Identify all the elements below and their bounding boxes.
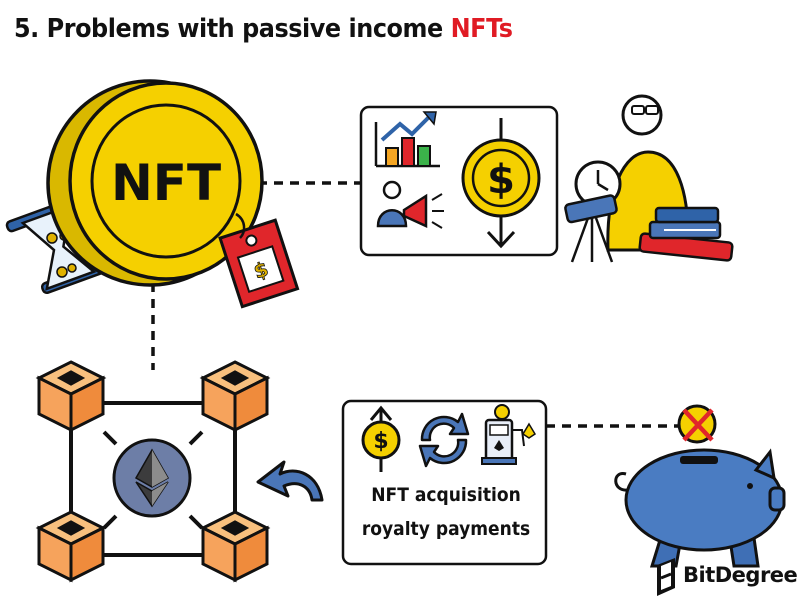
exchange-arrows-icon	[418, 412, 470, 468]
tag-string	[235, 212, 246, 239]
price-tag-icon: $	[218, 218, 300, 309]
piggy-bank-icon	[614, 448, 786, 568]
dollar-down-icon: $	[461, 118, 541, 249]
title-highlight: NFTs	[450, 14, 513, 44]
brand-name: BitDegree	[683, 563, 798, 587]
telescope-icon	[564, 160, 622, 263]
svg-text:$: $	[487, 157, 515, 203]
blockchain-dashes	[102, 430, 204, 530]
block-cube	[35, 510, 107, 583]
crossed-coin-icon	[677, 404, 717, 444]
bitdegree-logo-icon	[657, 558, 675, 596]
bar-chart-icon	[374, 111, 440, 168]
royalty-caption: NFT acquisition royalty payments	[354, 478, 538, 546]
coin-label: NFT	[111, 154, 221, 212]
megaphone-icon	[376, 180, 444, 229]
curved-arrow-icon	[256, 460, 324, 502]
books-icon	[638, 206, 734, 262]
block-cube	[199, 360, 271, 433]
caption-line-1: NFT acquisition	[371, 484, 521, 506]
svg-text:$: $	[373, 429, 388, 454]
caption-line-2: royalty payments	[361, 518, 531, 540]
block-cube	[199, 510, 271, 583]
dollar-up-icon: $	[361, 405, 401, 472]
ethereum-icon	[112, 438, 192, 518]
nft-coin-icon: NFT	[46, 79, 264, 287]
title-main: 5. Problems with passive income	[14, 14, 451, 44]
block-cube	[35, 360, 107, 433]
fuel-pump-icon	[481, 404, 537, 465]
page-title: 5. Problems with passive income NFTs	[14, 14, 513, 44]
connectors	[151, 181, 684, 428]
blockchain-icon	[35, 360, 271, 583]
